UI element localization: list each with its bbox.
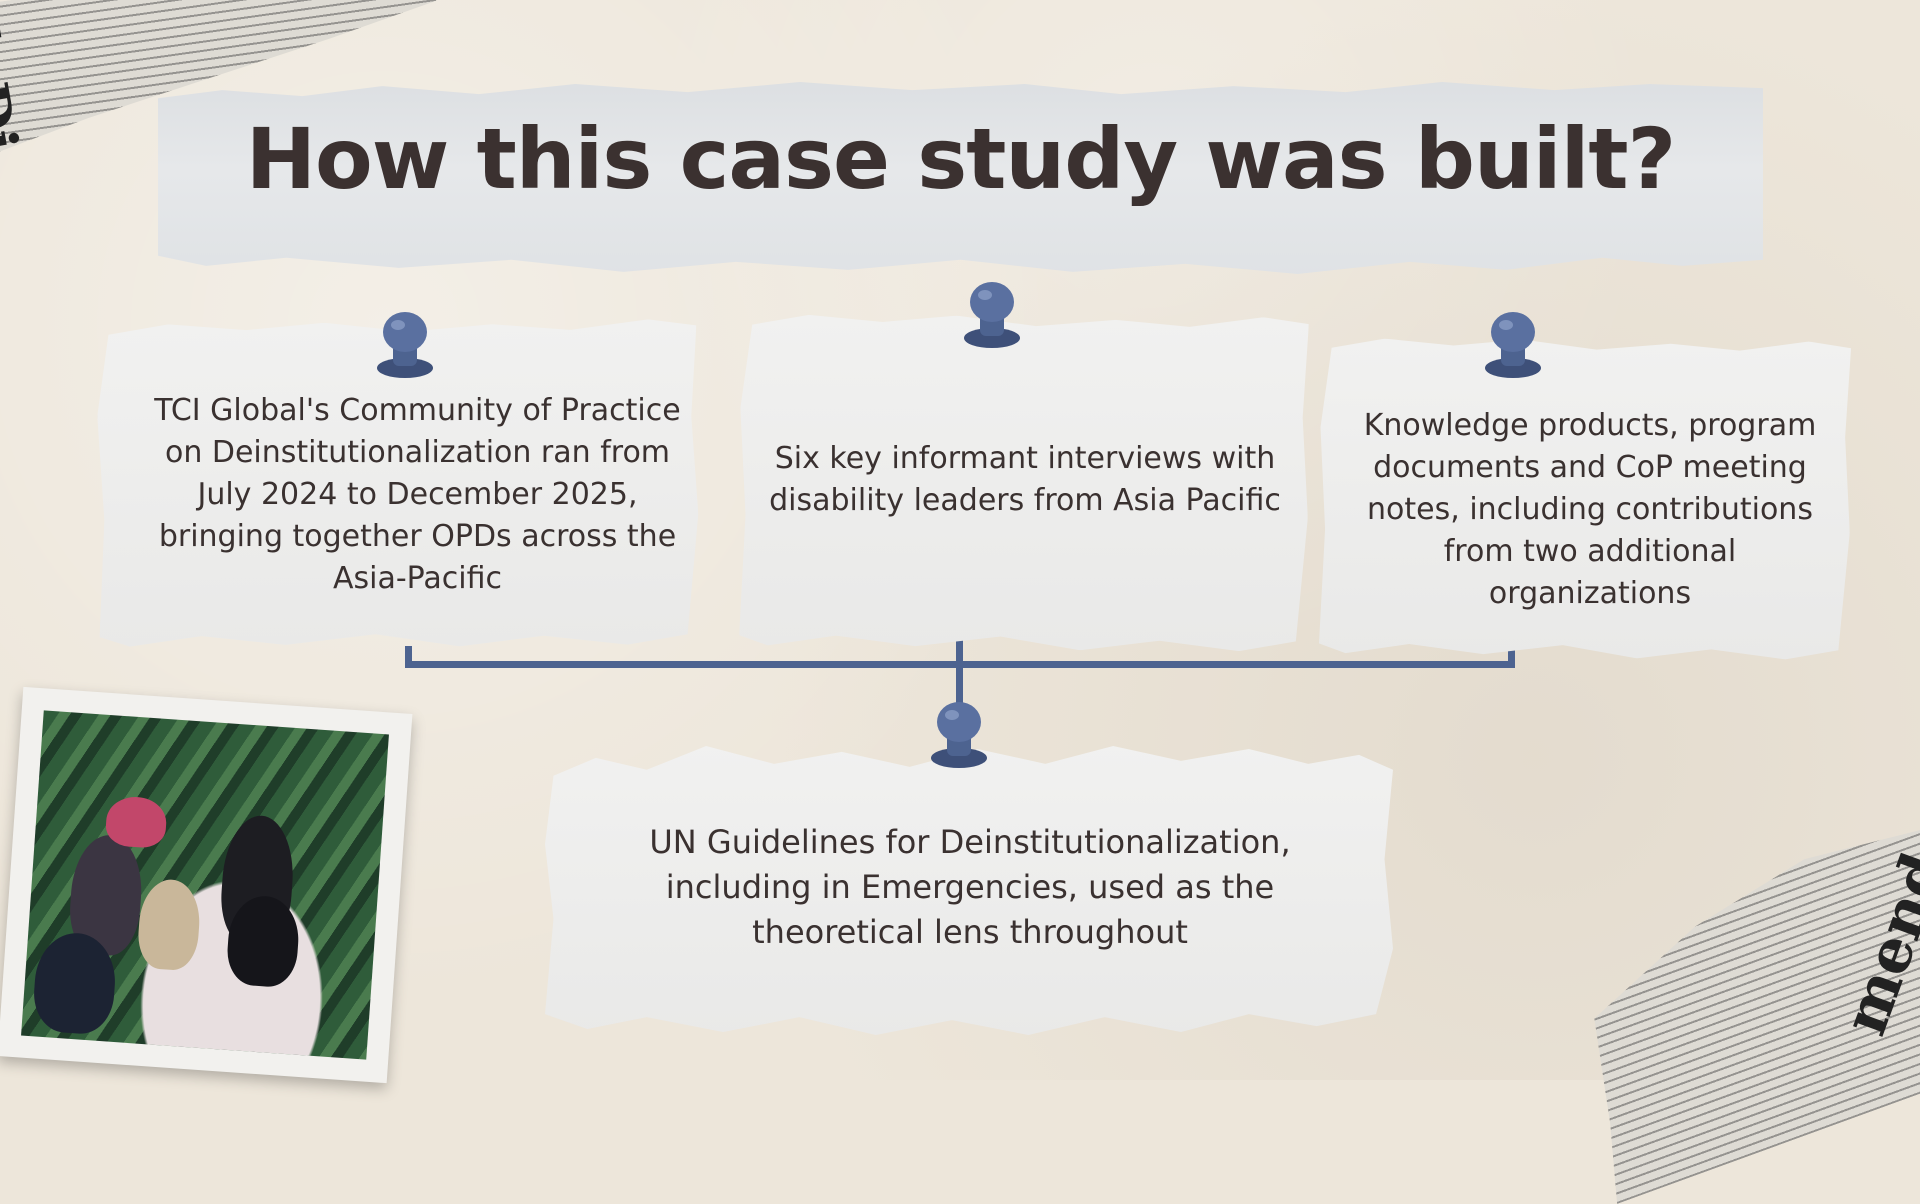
card-community-of-practice-text: TCI Global's Community of Practice on De… — [154, 393, 681, 596]
page-title: How this case study was built? — [245, 110, 1677, 208]
connector-right-drop — [1508, 640, 1515, 668]
connector-center-drop — [956, 636, 963, 708]
pushpin-icon — [931, 702, 987, 768]
pushpin-icon — [1485, 312, 1541, 378]
card-knowledge-products-text: Knowledge products, program documents an… — [1363, 408, 1817, 611]
group-photo-frame — [0, 686, 413, 1084]
group-photo — [21, 710, 389, 1060]
card-un-guidelines — [545, 745, 1393, 1036]
connector-left-drop — [405, 646, 412, 668]
pushpin-icon — [964, 282, 1020, 348]
card-key-informant-interviews-text: Six key informant interviews with disabi… — [769, 441, 1281, 518]
photo-chair — [104, 795, 168, 850]
card-un-guidelines-text: UN Guidelines for Deinstitutionalization… — [649, 823, 1291, 951]
title-paper-strip — [158, 82, 1763, 274]
pushpin-icon — [377, 312, 433, 378]
photo-person — [136, 877, 203, 972]
